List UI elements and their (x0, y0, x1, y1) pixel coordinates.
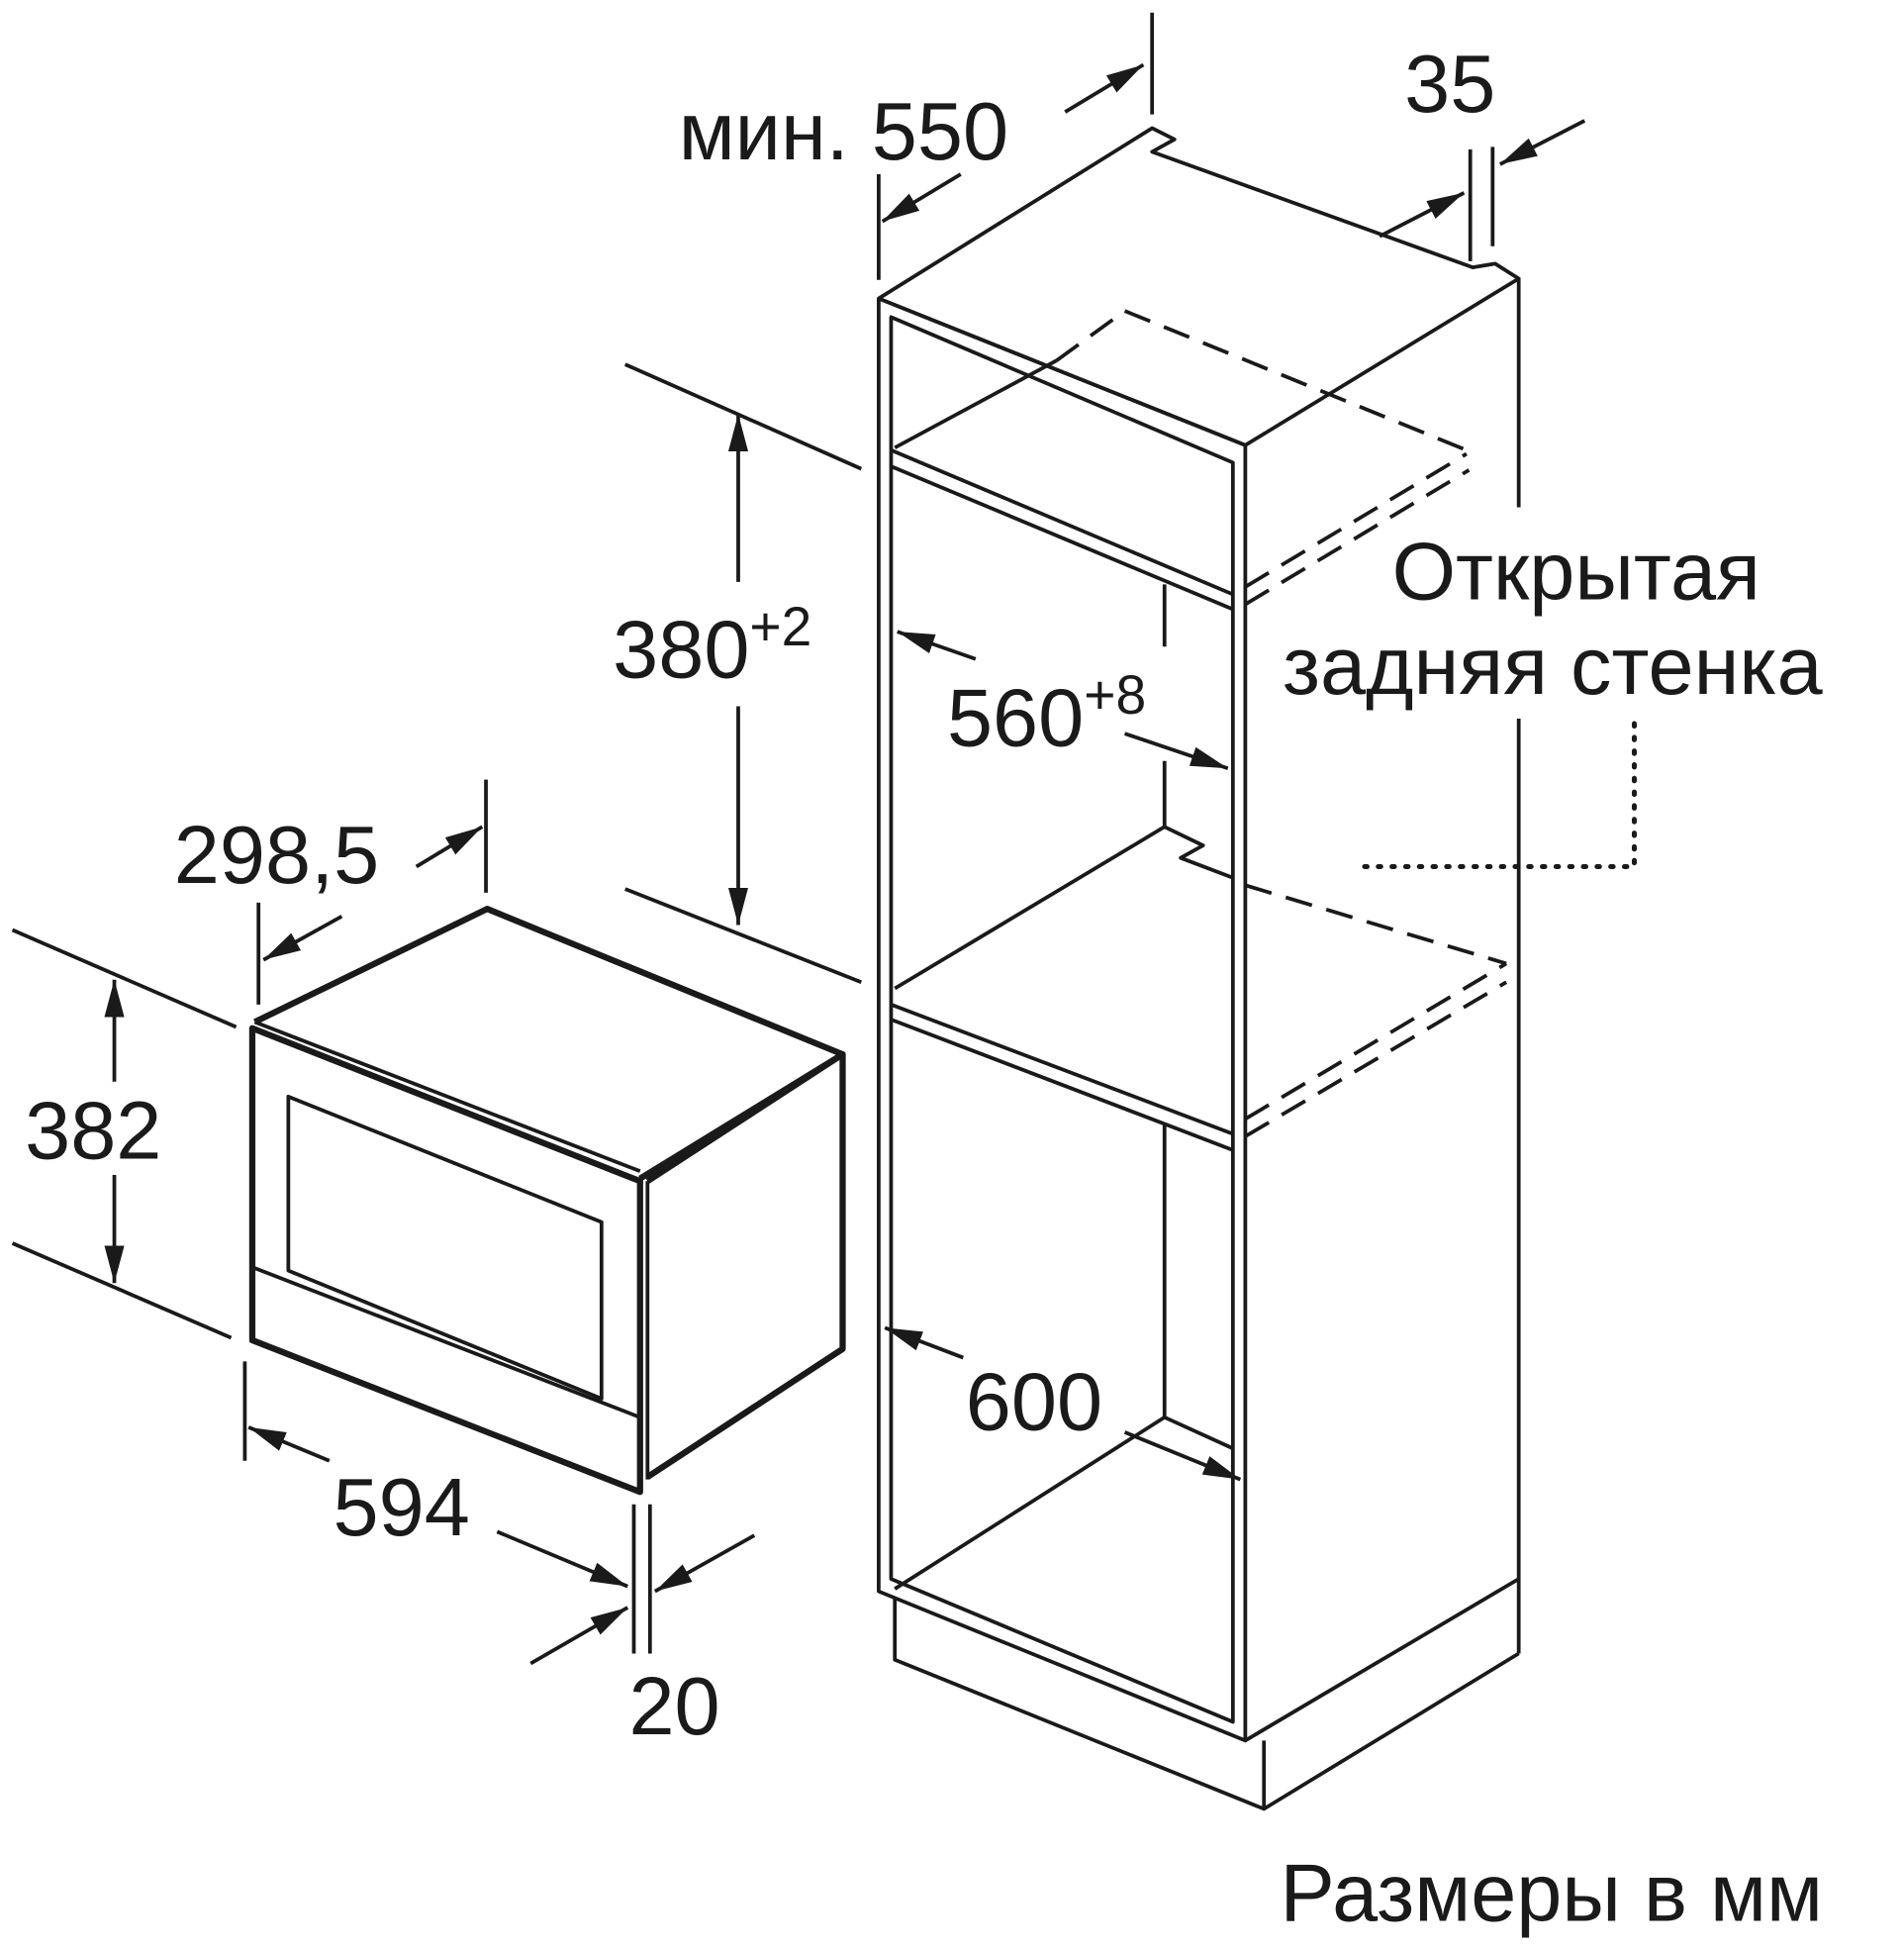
dim-microwave-height: 382 (11, 927, 238, 1340)
dim-microwave-width: 594 (242, 1361, 628, 1589)
svg-text:560+8: 560+8 (947, 664, 1146, 764)
open-back-callout: Открытая задняя стенка (1283, 525, 1823, 869)
dim-microwave-depth: 298,5 (174, 779, 488, 1005)
side-thickness-label: 35 (1404, 38, 1495, 130)
dim-front-overhang: 20 (529, 1504, 756, 1752)
dim-niche-width: 560+8 (897, 630, 1229, 771)
units-note: Размеры в мм (1281, 1846, 1823, 1938)
niche-width-label: 560 (947, 672, 1084, 764)
dim-cabinet-width: 600 (884, 1325, 1242, 1482)
dim-side-thickness: 35 (1379, 38, 1586, 261)
open-back-label-line1: Открытая (1392, 525, 1761, 617)
microwave-depth-label: 298,5 (174, 809, 379, 901)
niche-width-tolerance: +8 (1084, 664, 1146, 726)
niche-height-label: 380 (613, 604, 749, 696)
microwave-width-label: 594 (333, 1461, 470, 1553)
svg-text:380+2: 380+2 (613, 596, 811, 696)
cabinet-drawing (877, 126, 1521, 1811)
microwave-height-label: 382 (25, 1085, 161, 1177)
microwave-drawing (248, 906, 846, 1496)
cabinet-width-label: 600 (966, 1355, 1102, 1447)
dim-niche-height: 380+2 (613, 362, 863, 985)
dim-min-depth: мин. 550 (679, 12, 1155, 280)
front-overhang-label: 20 (628, 1660, 719, 1752)
niche-height-tolerance: +2 (749, 596, 811, 657)
min-depth-label: мин. 550 (679, 85, 1008, 177)
open-back-label-line2: задняя стенка (1283, 620, 1823, 712)
